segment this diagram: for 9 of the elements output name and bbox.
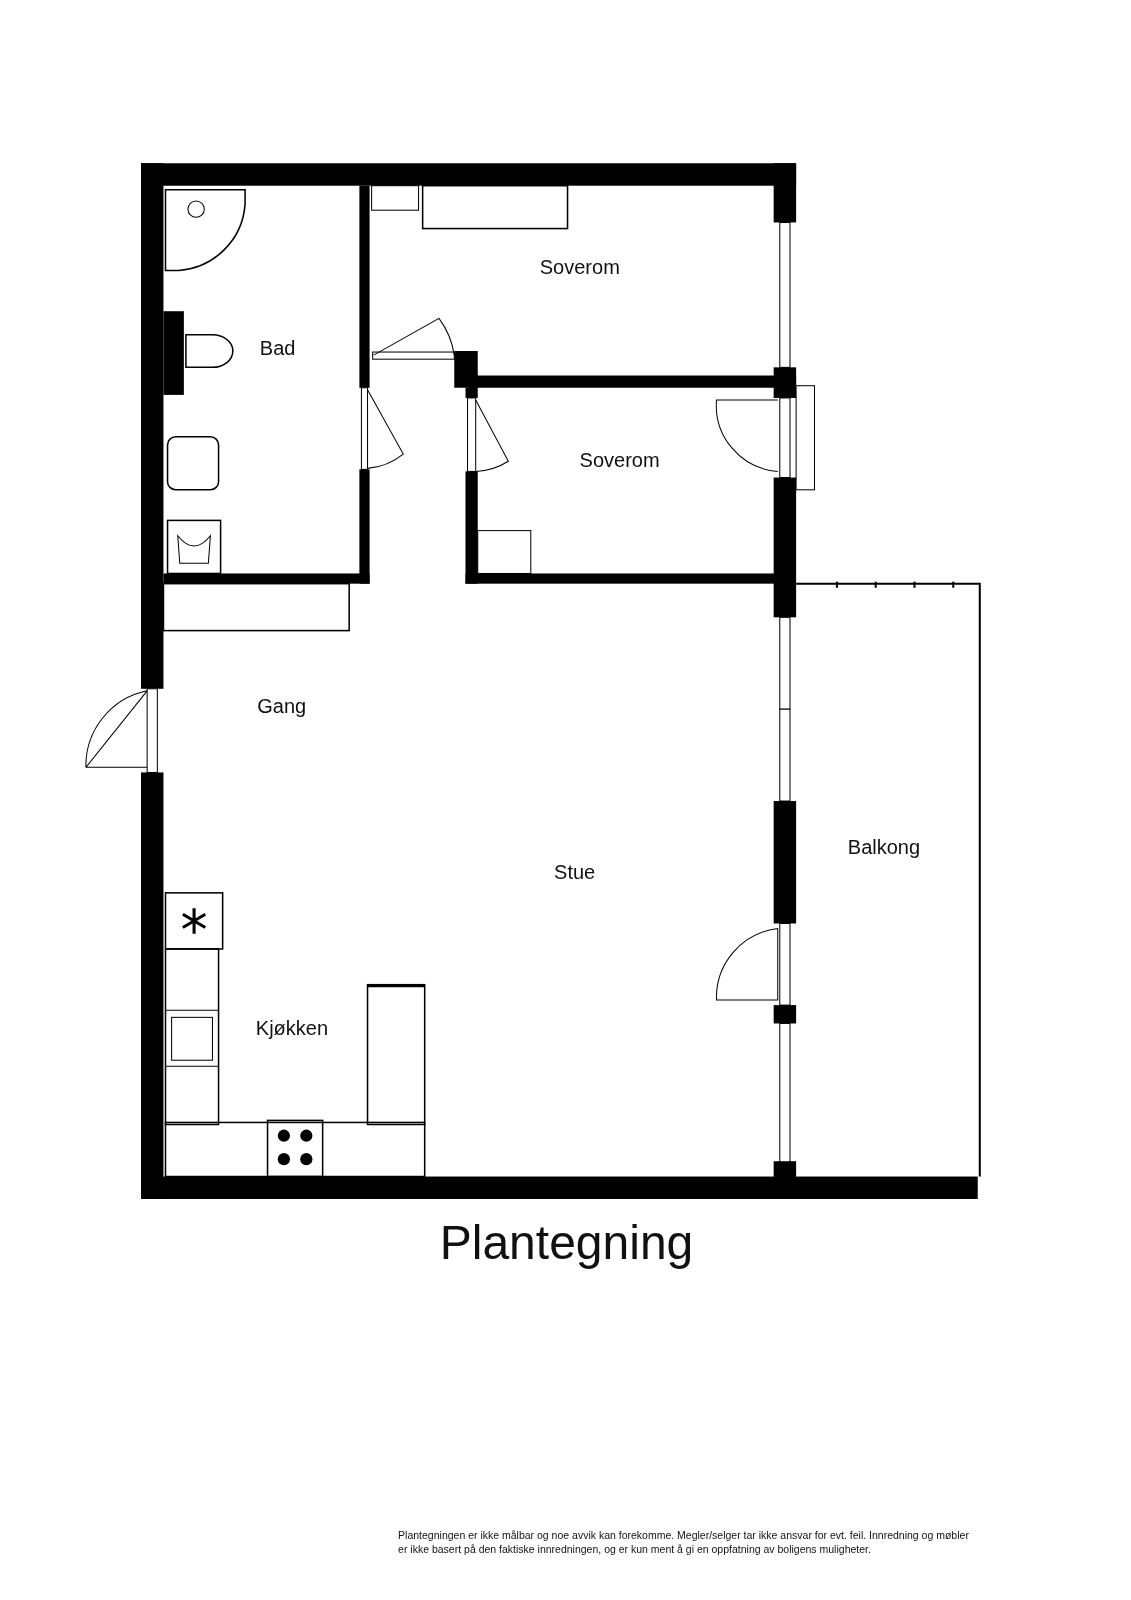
- room-label: Balkong: [847, 835, 921, 859]
- disclaimer-text: Plantegningen er ikke målbar og noe avvik kan forekomme. Megler/selger tar ikke ansvar for evt. feil. Innredning og møbler er ikke basert på den faktiske innredningen, og er kun ment å gi en oppfatning av boligens muligheter.: [398, 1528, 970, 1557]
- room-label: Kjøkken: [255, 1016, 329, 1040]
- caption: Plantegning: [439, 1214, 694, 1270]
- room-label: Soverom: [579, 448, 660, 472]
- room-label: Bad: [259, 336, 296, 360]
- room-label: Gang: [257, 694, 307, 718]
- room-label: Soverom: [539, 255, 620, 279]
- room-label: Stue: [554, 860, 596, 884]
